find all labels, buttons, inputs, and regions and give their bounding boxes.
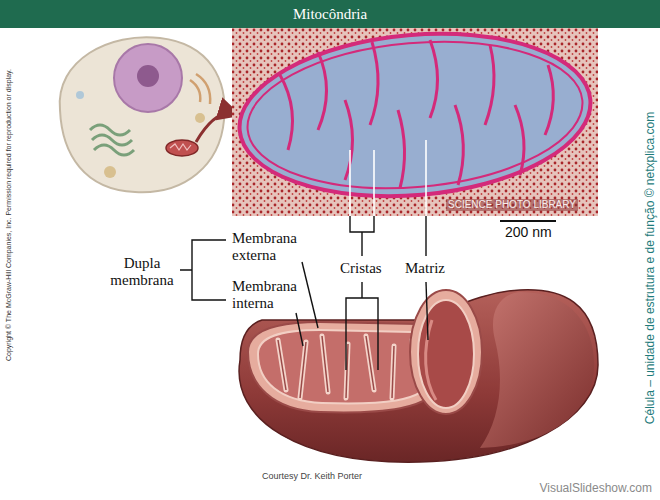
leader-line [350, 216, 374, 256]
micrograph [233, 20, 598, 210]
mitochondrion-drawing [239, 290, 598, 462]
mitochondrion-drawing [366, 336, 374, 390]
leader-line [426, 282, 428, 340]
mitochondrion-drawing [392, 346, 394, 398]
mitochondrion-drawing [300, 342, 306, 398]
cell-drawing [92, 135, 132, 145]
mitochondrion-drawing [410, 290, 482, 414]
group-label: Dupla membrana [106, 255, 178, 290]
cell-drawing [137, 65, 159, 87]
mitochondrion-drawing [278, 340, 286, 390]
mitochondrion-drawing [239, 290, 598, 462]
credit-note: Courtesy Dr. Keith Porter [262, 471, 362, 481]
micrograph [241, 29, 588, 202]
micrograph [232, 20, 598, 216]
micrograph [455, 105, 463, 185]
micrograph [398, 110, 405, 188]
part-label: Membrana externa [232, 230, 312, 265]
micrograph [318, 52, 327, 130]
micrograph [280, 75, 293, 150]
part-label: Membrana interna [232, 278, 312, 313]
leader-line [350, 150, 374, 216]
micrograph [515, 105, 524, 175]
cell-drawing [114, 44, 182, 112]
watermark: VisualSlideshow.com [539, 482, 652, 496]
leader-line [425, 140, 427, 216]
mitochondrion-drawing [392, 346, 394, 398]
leader-line [296, 313, 303, 346]
cell-drawing [196, 113, 236, 142]
micrograph [545, 65, 553, 135]
part-label: Cristas [340, 260, 382, 277]
leader-line [425, 216, 426, 256]
mitochondrion-drawing [322, 336, 328, 392]
mitochondrion-drawing [418, 300, 474, 408]
cell-drawing [76, 91, 84, 99]
leader-line [180, 240, 226, 300]
micrograph [345, 100, 353, 180]
mitochondrion-drawing [322, 336, 328, 392]
cell-drawing [190, 74, 210, 104]
micrograph [280, 40, 553, 188]
cell-drawing [170, 144, 191, 150]
cell-drawing [60, 37, 225, 192]
mitochondrion-drawing [258, 330, 431, 404]
leader-line [350, 140, 426, 216]
leader-line [180, 216, 428, 370]
copyright-note: Copyright © The McGraw-Hill Companies, I… [5, 69, 13, 361]
cell-drawing [94, 145, 134, 155]
scale-bar [500, 220, 556, 222]
slide-title: Mitocôndria [0, 0, 660, 28]
mitochondrion-drawing [480, 292, 594, 448]
mitochondrion-drawing [366, 336, 374, 390]
micrograph [370, 42, 378, 125]
source-note: Célula – unidade de estrutura e de funçã… [644, 112, 658, 424]
cell-drawing [166, 140, 198, 156]
leader-line [302, 262, 318, 328]
mitochondrion-drawing [300, 342, 306, 398]
mitochondrion-drawing [278, 340, 286, 390]
scale-label: 200 nm [505, 224, 552, 240]
micrograph [485, 45, 494, 125]
part-label: Matriz [405, 260, 445, 277]
cell-drawing [90, 125, 130, 135]
mitochondrion-drawing [278, 336, 416, 398]
cell-drawing [104, 166, 116, 178]
micrograph [430, 40, 438, 118]
leader-line [346, 282, 378, 370]
watermark: SCIENCE PHOTO LIBRARY [446, 199, 578, 211]
mitochondrion-drawing [278, 336, 416, 398]
cell-drawing [195, 113, 205, 123]
cell-drawing [60, 37, 236, 192]
